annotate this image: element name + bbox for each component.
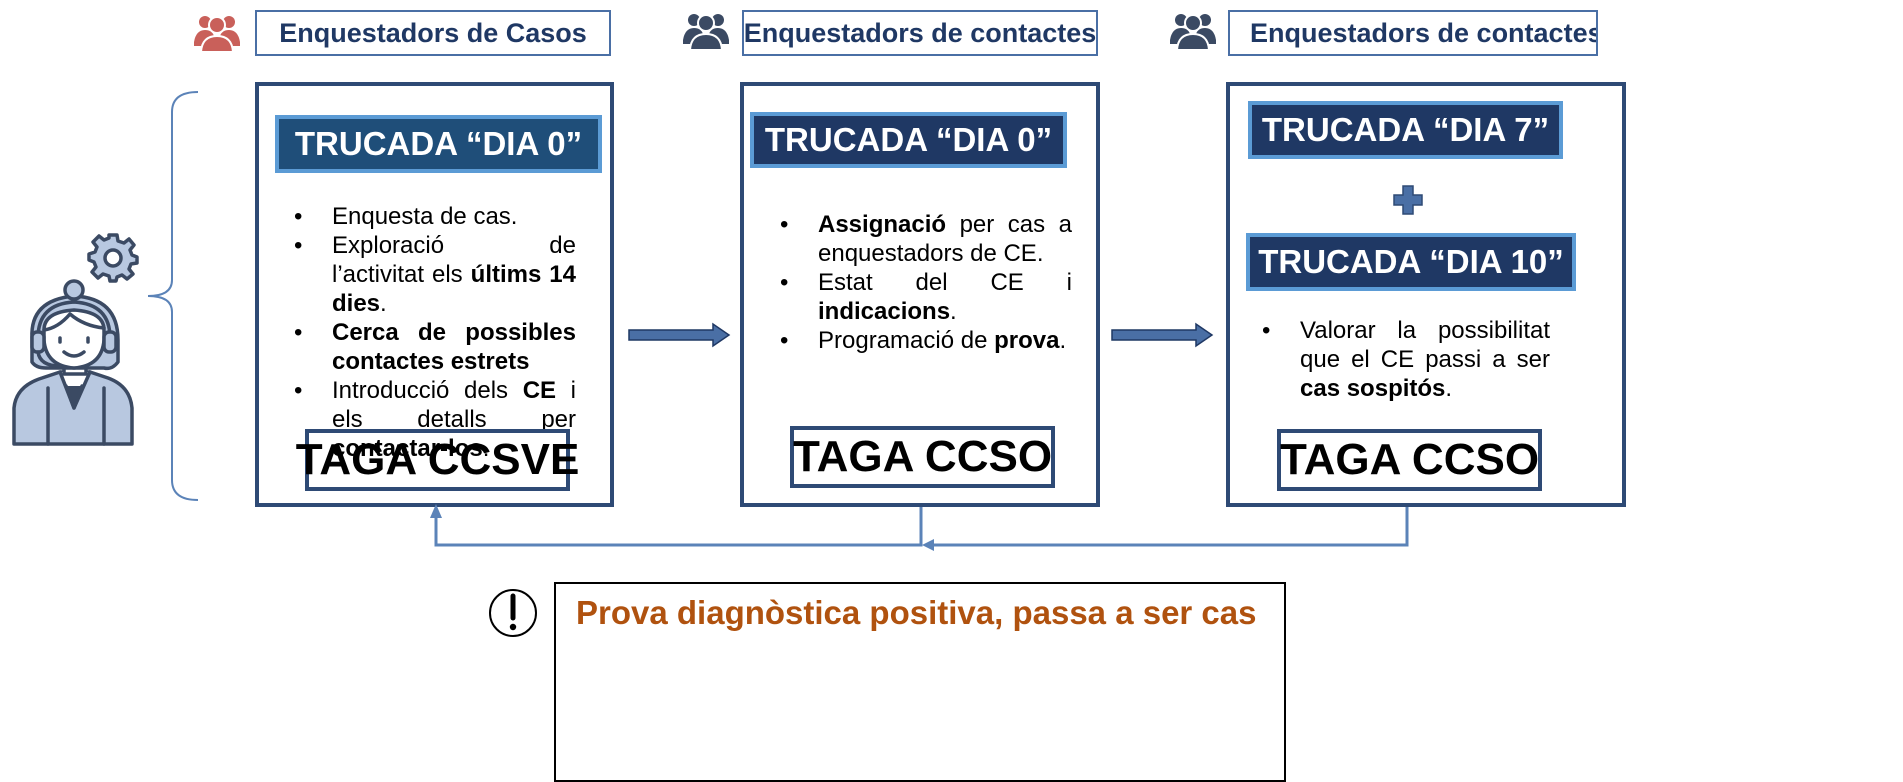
- stage-bullets-contacts-followup: Valorar la possibilitat que el CE passi …: [1258, 316, 1550, 403]
- team-icon-contacts-2: [1170, 14, 1216, 51]
- feedback-connector: [430, 504, 1409, 551]
- call-box-day7: TRUCADA “DIA 7”: [1248, 101, 1563, 159]
- alert-positive-test: Prova diagnòstica positiva, passa a ser …: [554, 582, 1286, 782]
- plus-icon: [1393, 185, 1423, 215]
- bullet-item: Estat del CE i indicacions.: [776, 268, 1072, 326]
- agent-icon: [12, 279, 134, 446]
- taga-box-cases: TAGA CCSVE: [296, 429, 579, 491]
- bullet-item: Enquesta de cas.: [290, 202, 576, 231]
- team-header-contacts-2: Enquestadors de contactes: [1228, 10, 1598, 56]
- bullet-item: Introducció dels CE i els detalls per co…: [290, 376, 576, 463]
- stage-bullets-cases: Enquesta de cas. Exploració de l’activit…: [290, 202, 576, 463]
- exclamation-circle-icon: [489, 589, 537, 637]
- team-icon-cases: [194, 16, 240, 53]
- group-bracket: [147, 91, 199, 501]
- bullet-item: Programació de prova.: [776, 326, 1072, 355]
- stage-panel-cases: [255, 82, 614, 507]
- stage-bullets-contacts-day0: Assignació per cas a enquestadors de CE.…: [776, 210, 1072, 355]
- bullet-item: Assignació per cas a enquestadors de CE.: [776, 210, 1072, 268]
- gear-icon: [87, 233, 139, 283]
- team-header-contacts-1: Enquestadors de contactes: [742, 10, 1098, 56]
- taga-box-contacts-day0: TAGA CCSO: [790, 426, 1055, 488]
- call-box-day0-cases: TRUCADA “DIA 0”: [275, 115, 602, 173]
- bullet-item: Valorar la possibilitat que el CE passi …: [1258, 316, 1550, 403]
- arrow-stage1-to-stage2: [628, 322, 731, 348]
- call-box-day10: TRUCADA “DIA 10”: [1246, 233, 1576, 291]
- team-icon-contacts-1: [683, 14, 729, 51]
- stage-panel-contacts-followup: [1226, 82, 1626, 507]
- stage-panel-contacts-day0: [740, 82, 1100, 507]
- team-header-cases: Enquestadors de Casos: [255, 10, 611, 56]
- bullet-item: Cerca de possibles contactes estrets: [290, 318, 576, 376]
- bullet-item: Exploració de l’activitat els últims 14 …: [290, 231, 576, 318]
- taga-box-contacts-followup: TAGA CCSO: [1277, 429, 1542, 491]
- arrow-stage2-to-stage3: [1111, 322, 1214, 348]
- call-box-day0-contacts: TRUCADA “DIA 0”: [750, 112, 1067, 168]
